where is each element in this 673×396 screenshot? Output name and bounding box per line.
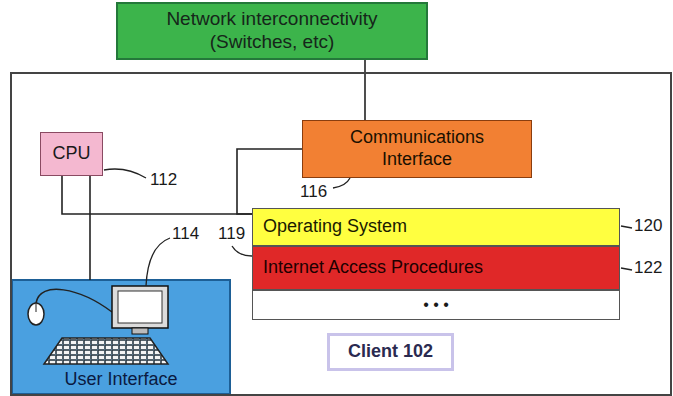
callout-number: 120	[634, 216, 662, 236]
mouse-button	[36, 304, 37, 312]
callout-number: 119	[218, 224, 245, 244]
callout-number: 122	[634, 258, 662, 278]
monitor	[112, 286, 168, 328]
user-interface-box: User Interface	[12, 280, 230, 394]
box-label: CPU	[52, 143, 90, 165]
callout-number: 116	[300, 182, 327, 202]
box-label: Operating System	[263, 216, 407, 238]
bus-line	[89, 176, 91, 280]
cpu-box: CPU	[40, 132, 103, 176]
mouse	[28, 303, 44, 325]
client-box: Client 102 CPU Communications InterfaceOpe…	[10, 72, 672, 396]
bus-line	[237, 149, 302, 214]
bus-line	[364, 60, 366, 120]
keyboard	[44, 338, 168, 364]
box-label: User Interface	[64, 369, 177, 391]
client-label: Client 102	[327, 333, 454, 371]
leader-line	[621, 268, 632, 270]
user-interface-panel	[12, 280, 230, 394]
mouse-cord	[36, 289, 112, 312]
leader-line	[621, 226, 632, 228]
computer-icon	[28, 286, 168, 364]
box-label: Communications Interface	[313, 127, 521, 170]
leader-line	[104, 169, 146, 178]
memory-module: • • •	[252, 290, 620, 320]
monitor-stand	[132, 328, 148, 334]
leader-line	[232, 246, 252, 256]
memory-module: Operating System	[252, 208, 620, 246]
communications-box: Communications Interface	[302, 120, 532, 178]
leader-line	[146, 238, 170, 286]
memory-module: Internet Access Procedures	[252, 246, 620, 290]
box-label: Internet Access Procedures	[263, 257, 483, 279]
callout-number: 112	[150, 170, 177, 190]
network-box: Network interconnectivity (Switches, etc…	[116, 2, 428, 60]
monitor-screen	[118, 291, 162, 323]
callout-number: 114	[172, 224, 199, 244]
box-label: • • •	[423, 295, 449, 314]
box-label: Network interconnectivity (Switches, etc…	[128, 8, 416, 54]
leader-line	[333, 178, 350, 188]
